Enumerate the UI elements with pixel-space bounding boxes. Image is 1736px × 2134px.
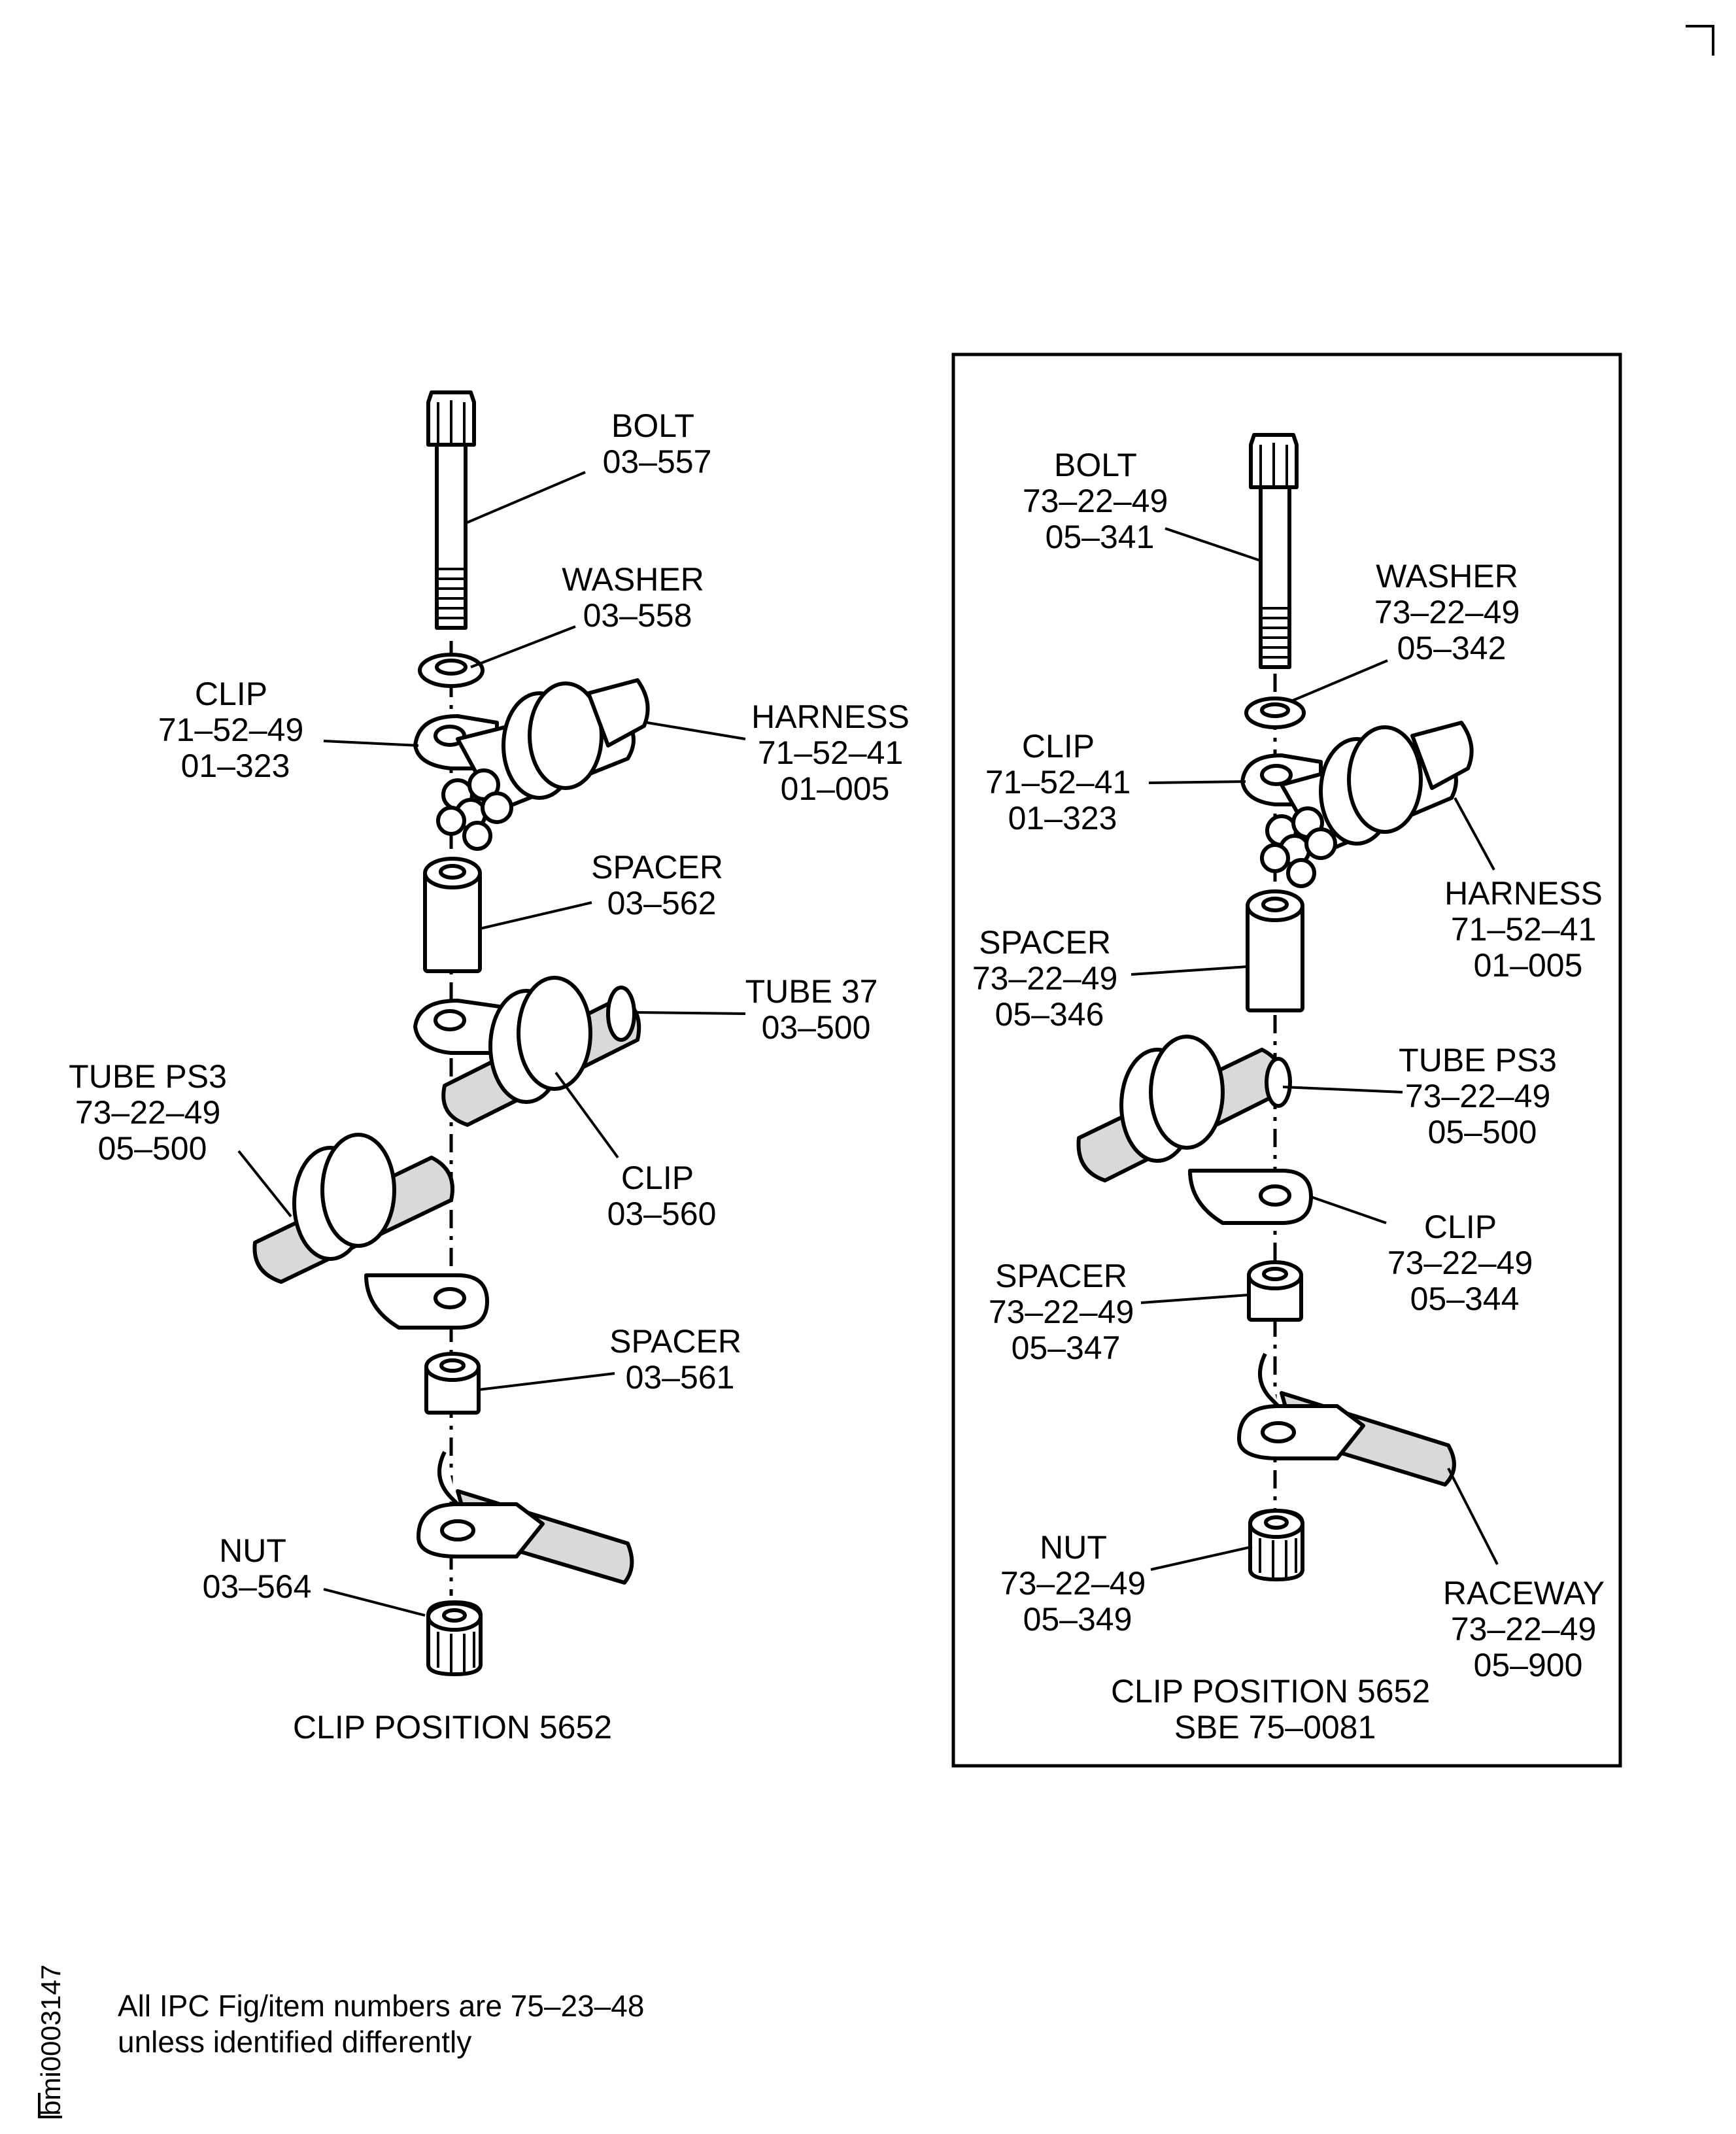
left-tubeps3-label: TUBE PS3 73–22–49 05–500 bbox=[69, 1058, 236, 1167]
right-nut-part bbox=[1248, 1509, 1304, 1581]
right-upper-spacer-label: SPACER 73–22–49 05–346 bbox=[972, 924, 1127, 1033]
right-washer-label: WASHER 73–22–49 05–342 bbox=[1374, 558, 1529, 666]
left-lower-spacer-part bbox=[424, 1352, 481, 1415]
sheet-id: bmi0003147 bbox=[35, 1965, 66, 2116]
left-harness-label: HARNESS 71–52–41 01–005 bbox=[751, 698, 919, 807]
right-washer-part bbox=[1244, 697, 1306, 729]
sbe-frame bbox=[951, 353, 1622, 1768]
right-harness-clip-part bbox=[1240, 721, 1474, 888]
left-nut-part bbox=[426, 1600, 483, 1676]
right-raceway-bracket-part bbox=[1237, 1352, 1456, 1487]
left-tube37-clip-part bbox=[413, 976, 641, 1127]
left-mount-bracket-part bbox=[417, 1451, 634, 1585]
left-bolt-label: BOLT 03–557 bbox=[603, 407, 712, 480]
left-caption: CLIP POSITION 5652 bbox=[293, 1709, 612, 1746]
right-harness-label: HARNESS 71–52–41 01–005 bbox=[1444, 875, 1612, 984]
left-washer-label: WASHER 03–558 bbox=[562, 561, 713, 634]
right-upper-spacer-part bbox=[1246, 889, 1304, 1012]
left-upper-spacer-label: SPACER 03–562 bbox=[591, 849, 732, 921]
corner-mark bbox=[1686, 25, 1714, 56]
left-harness-clip-label: CLIP 71–52–49 01–323 bbox=[158, 676, 313, 784]
right-nut-label: NUT 73–22–49 05–349 bbox=[1000, 1529, 1155, 1638]
right-raceway-label: RACEWAY 73–22–49 05–900 bbox=[1443, 1575, 1613, 1683]
left-assembly: BOLT 03–557 WASHER 03–558 CLIP 71–52–49 … bbox=[69, 390, 919, 1746]
right-tubeps3-clip-part bbox=[1076, 1035, 1313, 1225]
left-lower-spacer-label: SPACER 03–561 bbox=[609, 1323, 751, 1396]
left-harness-clip-part bbox=[413, 678, 650, 851]
right-harness-clip-label: CLIP 71–52–41 01–323 bbox=[985, 728, 1140, 836]
right-bolt-label: BOLT 73–22–49 05–341 bbox=[1023, 447, 1177, 555]
right-tubeps3-label: TUBE PS3 73–22–49 05–500 bbox=[1399, 1042, 1566, 1150]
right-caption: CLIP POSITION 5652 SBE 75–0081 bbox=[1111, 1673, 1439, 1746]
left-nut-label: NUT 03–564 bbox=[203, 1532, 312, 1605]
left-tubeps3-clip-part bbox=[252, 1133, 489, 1330]
footnote: All IPC Fig/item numbers are 75–23–48 un… bbox=[118, 1989, 653, 2059]
right-bolt-part bbox=[1249, 433, 1299, 669]
left-washer-part bbox=[418, 653, 485, 688]
sheet-id-bracket bbox=[38, 2093, 62, 2118]
left-bolt-part bbox=[426, 390, 476, 630]
left-tube-clip-label: CLIP 03–560 bbox=[607, 1160, 717, 1232]
right-lower-spacer-part bbox=[1247, 1260, 1303, 1322]
right-lower-spacer-label: SPACER 73–22–49 05–347 bbox=[989, 1258, 1143, 1366]
left-tube37-label: TUBE 37 03–500 bbox=[745, 973, 887, 1046]
right-assembly: BOLT 73–22–49 05–341 WASHER 73–22–49 05–… bbox=[951, 353, 1622, 1768]
left-upper-spacer-part bbox=[423, 857, 482, 973]
right-tube-clip-label: CLIP 73–22–49 05–344 bbox=[1387, 1209, 1542, 1317]
